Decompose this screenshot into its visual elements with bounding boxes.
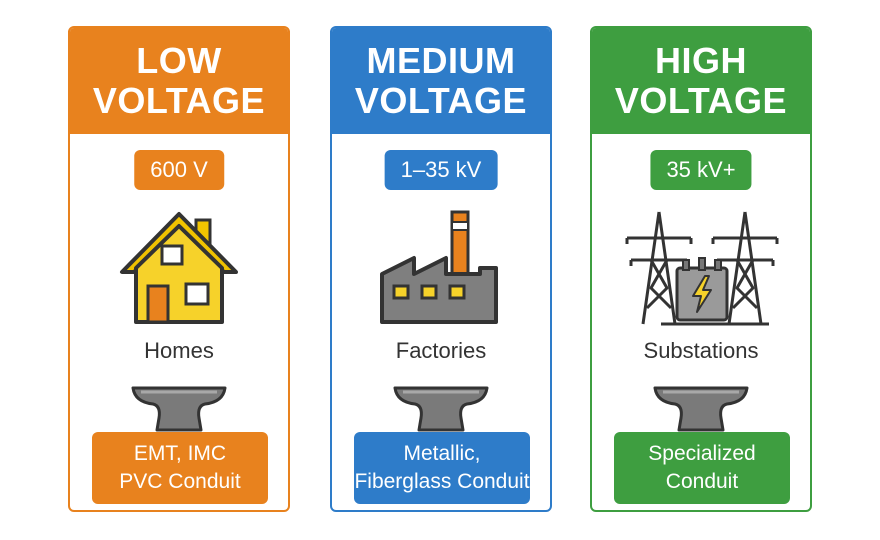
conduit-fitting-icon xyxy=(389,384,493,439)
high-voltage-application: Substations xyxy=(643,338,759,363)
medium-voltage-conduit-line1: Metallic, xyxy=(403,442,481,465)
low-voltage-conduit-line1: EMT, IMC xyxy=(133,442,227,465)
high-voltage-conduit-line2: Conduit xyxy=(665,470,739,493)
high-voltage-title-line1: HIGH xyxy=(655,40,747,81)
high-voltage-header: HIGH VOLTAGE xyxy=(592,28,810,134)
high-voltage-conduit: Specialized Conduit xyxy=(614,432,790,504)
low-voltage-conduit: EMT, IMC PVC Conduit xyxy=(92,432,268,504)
medium-voltage-conduit-line2: Fiberglass Conduit xyxy=(354,470,530,493)
medium-voltage-title-line1: MEDIUM xyxy=(366,40,516,81)
low-voltage-application: Homes xyxy=(144,338,214,363)
high-voltage-card: HIGH VOLTAGE 35 kV+ Substat xyxy=(590,26,812,512)
low-voltage-title-line2: VOLTAGE xyxy=(92,80,266,121)
conduit-fitting-icon xyxy=(127,384,231,439)
medium-voltage-title-line2: VOLTAGE xyxy=(354,80,528,121)
medium-voltage-conduit: Metallic, Fiberglass Conduit xyxy=(354,432,530,504)
low-voltage-header: LOW VOLTAGE xyxy=(70,28,288,134)
medium-voltage-badge: 1–35 kV xyxy=(384,150,498,190)
high-voltage-title-line2: VOLTAGE xyxy=(614,80,788,121)
low-voltage-title-line1: LOW xyxy=(136,40,222,81)
house-icon xyxy=(70,208,288,328)
medium-voltage-header: MEDIUM VOLTAGE xyxy=(332,28,550,134)
factory-icon xyxy=(332,208,550,328)
high-voltage-badge: 35 kV+ xyxy=(650,150,752,190)
low-voltage-card: LOW VOLTAGE 600 V Homes EMT, IMC PVC Con… xyxy=(68,26,290,512)
medium-voltage-application: Factories xyxy=(395,338,487,363)
low-voltage-badge: 600 V xyxy=(134,150,224,190)
conduit-fitting-icon xyxy=(649,384,753,439)
high-voltage-conduit-line1: Specialized xyxy=(648,442,756,465)
substation-icon xyxy=(592,208,810,328)
medium-voltage-card: MEDIUM VOLTAGE 1–35 kV Factories Metalli… xyxy=(330,26,552,512)
low-voltage-conduit-line2: PVC Conduit xyxy=(119,470,241,493)
